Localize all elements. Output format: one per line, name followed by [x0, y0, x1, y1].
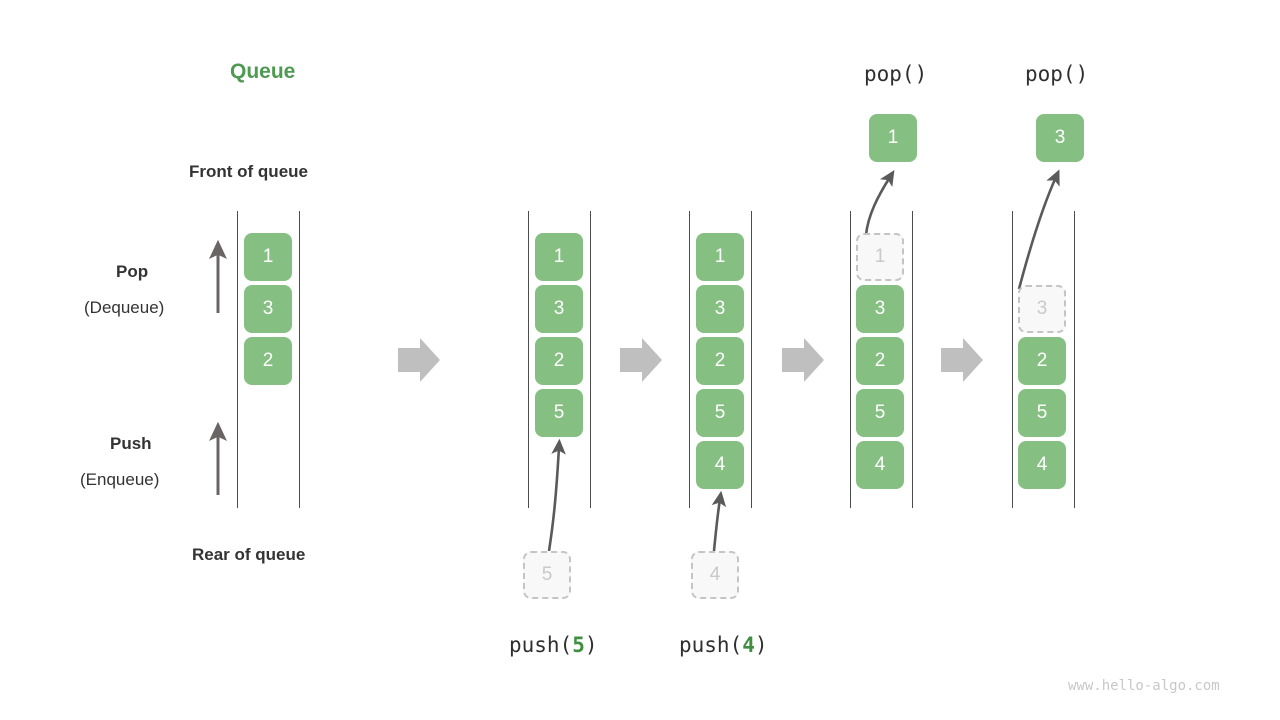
transition-arrow-3	[782, 338, 824, 382]
transition-arrow-4	[941, 338, 983, 382]
caption-push-4: push(4)	[679, 633, 768, 657]
queue-cell: 5	[1018, 389, 1066, 437]
incoming-element-ghost: 4	[691, 551, 739, 599]
queue-cell: 3	[244, 285, 292, 333]
op-label-pop: pop()	[864, 62, 928, 86]
queue-cell: 5	[856, 389, 904, 437]
queue-wall-left	[689, 211, 690, 508]
transition-arrow-1	[398, 338, 440, 382]
queue-wall-right	[751, 211, 752, 508]
queue-wall-right	[590, 211, 591, 508]
queue-cell: 3	[535, 285, 583, 333]
queue-cell: 5	[696, 389, 744, 437]
queue-wall-left	[528, 211, 529, 508]
label-push-alt: (Enqueue)	[80, 470, 160, 489]
label-pop: Pop	[116, 262, 149, 281]
queue-cell-ghost: 1	[856, 233, 904, 281]
queue-cell-ghost: 3	[1018, 285, 1066, 333]
label-rear-of-queue: Rear of queue	[192, 545, 306, 564]
queue-wall-right	[299, 211, 300, 508]
queue-cell: 1	[696, 233, 744, 281]
label-push: Push	[110, 434, 152, 453]
queue-cell: 1	[244, 233, 292, 281]
push-5-arrow	[547, 438, 566, 552]
caption-arg: 5	[572, 633, 585, 657]
queue-cell: 1	[535, 233, 583, 281]
queue-cell: 4	[696, 441, 744, 489]
queue-cell: 5	[535, 389, 583, 437]
watermark: www.hello-algo.com	[1068, 678, 1220, 694]
caption-paren-close: )	[754, 633, 768, 657]
caption-paren-open: (	[729, 633, 743, 657]
queue-cell: 4	[1018, 441, 1066, 489]
popped-element: 1	[869, 114, 917, 162]
pop-3-arrow	[1017, 169, 1060, 290]
queue-cell: 2	[696, 337, 744, 385]
caption-paren-open: (	[559, 633, 573, 657]
queue-cell: 2	[856, 337, 904, 385]
queue-wall-left	[850, 211, 851, 508]
queue-cell: 4	[856, 441, 904, 489]
popped-element: 3	[1036, 114, 1084, 162]
page-title: Queue	[230, 60, 296, 83]
queue-wall-right	[912, 211, 913, 508]
queue-cell: 2	[244, 337, 292, 385]
queue-wall-right	[1074, 211, 1075, 508]
label-pop-alt: (Dequeue)	[84, 298, 165, 317]
queue-cell: 2	[1018, 337, 1066, 385]
label-front-of-queue: Front of queue	[189, 162, 308, 181]
queue-cell: 2	[535, 337, 583, 385]
queue-cell: 3	[856, 285, 904, 333]
incoming-element-ghost: 5	[523, 551, 571, 599]
transition-arrow-2	[620, 338, 662, 382]
caption-fn-name: push	[509, 633, 560, 657]
caption-push-5: push(5)	[509, 633, 598, 657]
op-label-pop: pop()	[1025, 62, 1089, 86]
push-4-arrow	[711, 490, 727, 552]
queue-cell: 3	[696, 285, 744, 333]
queue-wall-left	[1012, 211, 1013, 508]
caption-paren-close: )	[584, 633, 598, 657]
caption-arg: 4	[742, 633, 755, 657]
pop-1-arrow	[864, 169, 895, 236]
caption-fn-name: push	[679, 633, 730, 657]
queue-wall-left	[237, 211, 238, 508]
